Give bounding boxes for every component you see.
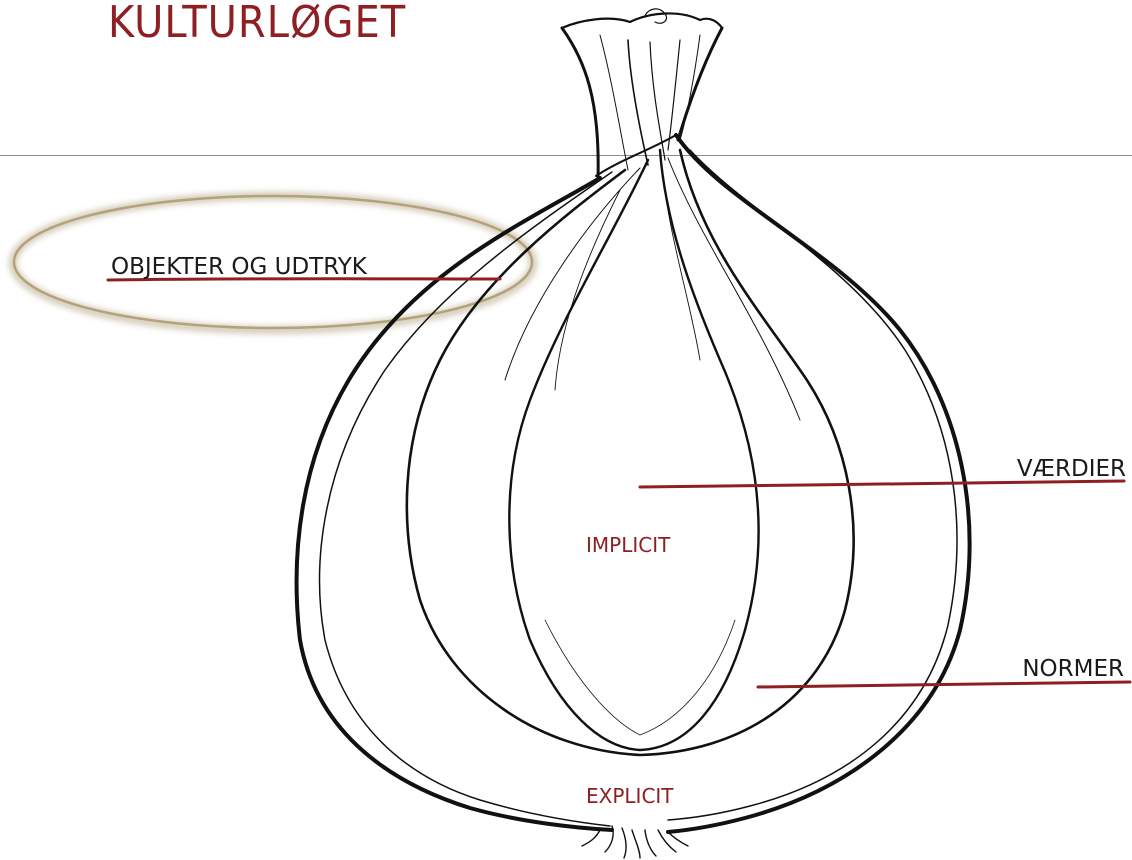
pointer-lines [108,279,1130,687]
label-vaerdier: VÆRDIER [1017,456,1126,482]
onion-inner-core [509,150,758,750]
onion-neck [562,9,722,178]
label-objekter-og-udtryk: OBJEKTER OG UDTRYK [111,254,367,280]
pointer-normer [758,682,1130,687]
onion-middle-layer [407,150,854,755]
label-normer: NORMER [1022,656,1124,682]
label-explicit: EXPLICIT [586,784,674,808]
label-implicit: IMPLICIT [586,533,670,557]
